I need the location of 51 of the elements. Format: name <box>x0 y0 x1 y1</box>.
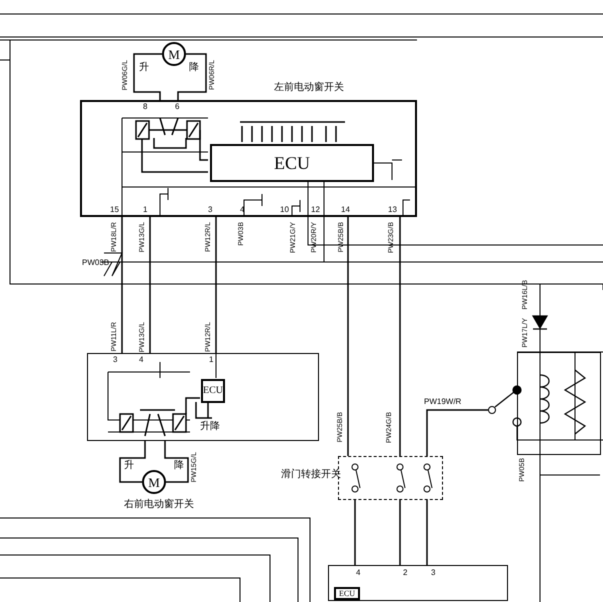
wire <box>177 53 207 100</box>
wire <box>164 441 189 483</box>
pin-label: 10 <box>280 206 289 214</box>
component-box <box>517 352 601 455</box>
wire <box>347 217 349 456</box>
pin-label: 8 <box>143 103 148 111</box>
pin-label: 升 <box>124 461 134 471</box>
pin-label: 升 <box>139 63 149 73</box>
switch-contact <box>488 406 496 414</box>
ecu-label: ECU <box>339 590 355 598</box>
motor-symbol <box>162 42 186 66</box>
ecu-label: ECU <box>203 386 223 396</box>
ecu-box <box>201 379 225 403</box>
wire <box>149 217 151 353</box>
wire <box>399 500 401 565</box>
pin-label: 降 <box>189 63 199 73</box>
motor-letter: M <box>148 476 160 488</box>
wire <box>426 500 428 565</box>
wire <box>119 441 146 483</box>
component-box <box>87 353 319 441</box>
pin-label: 6 <box>175 103 180 111</box>
pin-label: 1 <box>209 356 214 364</box>
wire <box>133 53 162 100</box>
pin-label: 升降 <box>200 422 220 432</box>
wire <box>426 409 488 456</box>
wire <box>215 217 217 353</box>
pin-label: 13 <box>388 206 397 214</box>
pin-label: 2 <box>403 569 408 577</box>
pin-label: 4 <box>240 206 244 214</box>
wire <box>399 217 401 456</box>
pin-label: 14 <box>341 206 350 214</box>
pin-label: 3 <box>431 569 436 577</box>
pin-label: 3 <box>208 206 212 214</box>
motor-symbol <box>142 470 166 494</box>
module-title: 左前电动窗开关 <box>274 83 344 93</box>
pin-label: 3 <box>113 356 118 364</box>
pin-label: 12 <box>311 206 320 214</box>
pin-label: 15 <box>110 206 119 214</box>
ecu-box <box>334 587 360 600</box>
pin-label: 1 <box>143 206 148 214</box>
pin-label: 降 <box>174 461 184 471</box>
wire <box>354 500 356 565</box>
wire <box>121 217 123 353</box>
pin-label: 4 <box>139 356 144 364</box>
pin-label: 4 <box>356 569 360 577</box>
ecu-box <box>210 144 374 182</box>
motor-letter: M <box>168 48 180 60</box>
ecu-label: ECU <box>274 154 310 172</box>
pin-label: 右前电动窗开关 <box>124 500 194 510</box>
component-box <box>328 565 508 601</box>
pin-label: PW19W/R <box>424 398 462 406</box>
